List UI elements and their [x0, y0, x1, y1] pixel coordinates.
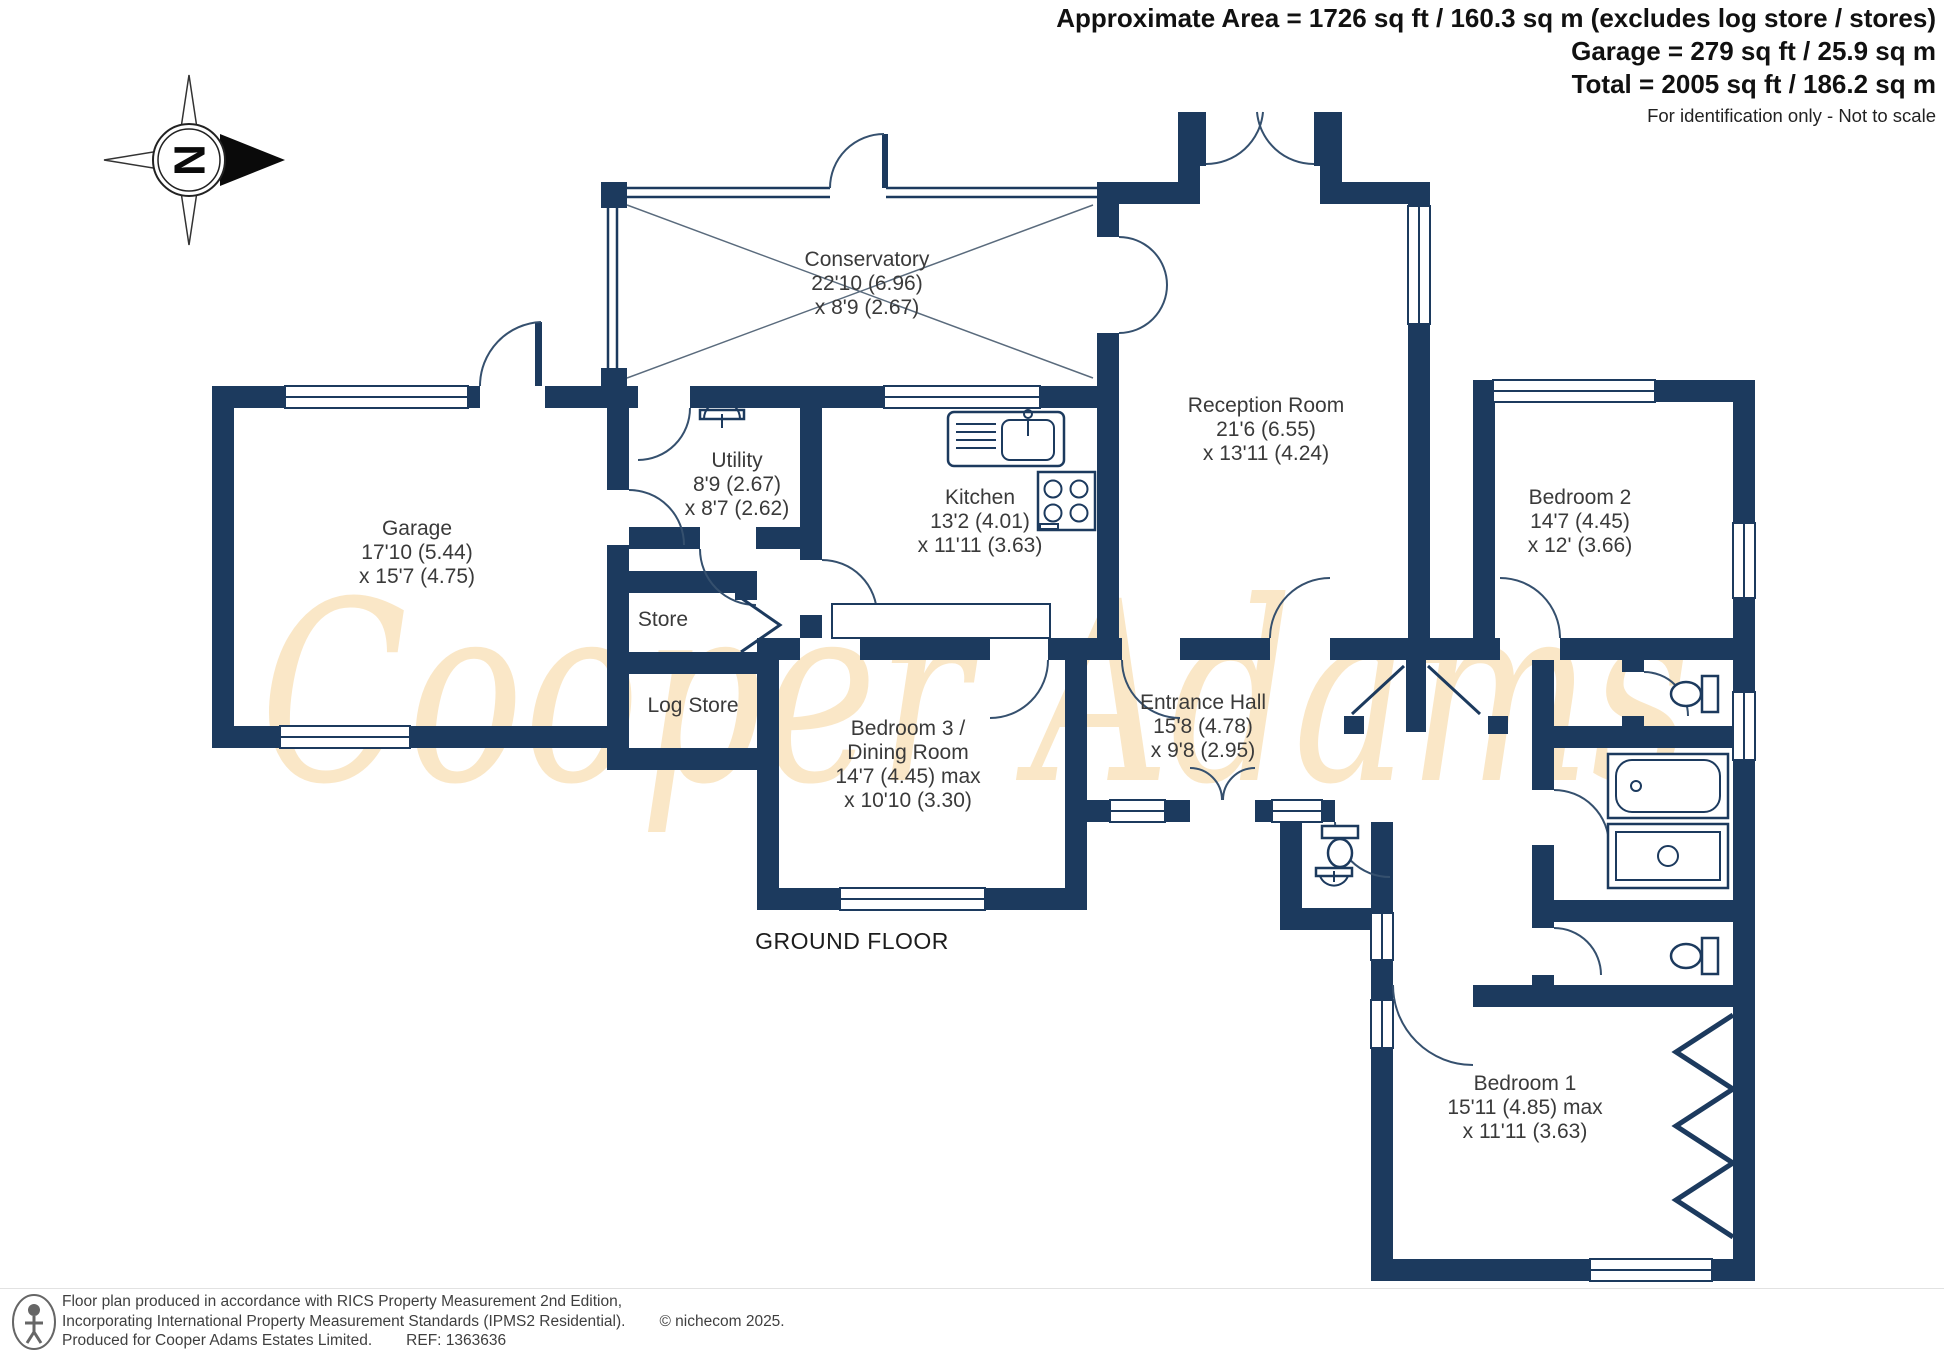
wc-toilet-icon [1669, 674, 1720, 714]
room-name: Bedroom 1 [1473, 1072, 1577, 1095]
room-label-store: Store [503, 608, 823, 632]
room-label-bedroom2: Bedroom 2 14'7 (4.45) x 12' (3.66) [1420, 486, 1740, 558]
utility-sink-icon [698, 400, 746, 428]
room-label-garage: Garage 17'10 (5.44) x 15'7 (4.75) [257, 517, 577, 589]
room-dim: x 8'9 (2.67) [814, 296, 920, 319]
room-dim: x 9'8 (2.95) [1150, 739, 1256, 762]
room-dim: x 13'11 (4.24) [1202, 442, 1330, 465]
room-name: Kitchen [944, 486, 1016, 509]
room-dim: x 11'11 (3.63) [1462, 1120, 1588, 1143]
shower-icon [1606, 822, 1730, 890]
footer-copyright: © nichecom 2025. [659, 1312, 785, 1330]
footer-credits: Floor plan produced in accordance with R… [62, 1292, 785, 1351]
hob-icon [1036, 470, 1097, 532]
watermark: Cooper Adams [260, 548, 1690, 839]
room-dim: 14'7 (4.45) [1530, 510, 1630, 533]
room-dim: x 15'7 (4.75) [358, 565, 476, 588]
room-name: Conservatory [804, 248, 930, 271]
room-name: Dining Room [847, 741, 969, 764]
windows [279, 205, 1756, 1282]
conservatory-structure [601, 134, 1097, 394]
room-name: Garage [381, 517, 453, 540]
room-dim: 21'6 (6.55) [1216, 418, 1316, 441]
room-dim: 13'2 (4.01) [930, 510, 1030, 533]
room-dim: 15'8 (4.78) [1153, 715, 1253, 738]
room-label-entrance-hall: Entrance Hall 15'8 (4.78) x 9'8 (2.95) [1043, 691, 1363, 763]
footer-line1: Floor plan produced in accordance with R… [62, 1293, 623, 1310]
area-summary: Approximate Area = 1726 sq ft / 160.3 sq… [1056, 2, 1936, 127]
room-label-log-store: Log Store [533, 694, 853, 718]
room-name: Bedroom 2 [1528, 486, 1632, 509]
kitchen-sink-icon [946, 409, 1066, 468]
compass-north-letter: N [165, 144, 214, 176]
room-name: Bedroom 3 / [850, 717, 966, 740]
kitchen-counter [831, 603, 1051, 639]
room-dim: 15'11 (4.85) max [1447, 1096, 1603, 1119]
footer-line3: Produced for Cooper Adams Estates Limite… [62, 1332, 373, 1349]
room-name: Reception Room [1187, 394, 1345, 417]
garage-area-text: Garage = 279 sq ft / 25.9 sq m [1571, 36, 1936, 66]
floor-title: GROUND FLOOR [755, 928, 949, 954]
room-label-bedroom1: Bedroom 1 15'11 (4.85) max x 11'11 (3.63… [1365, 1072, 1685, 1144]
ensuite-toilet-icon [1669, 936, 1720, 976]
room-label-conservatory: Conservatory 22'10 (6.96) x 8'9 (2.67) [707, 248, 1027, 320]
room-dim: x 12' (3.66) [1527, 534, 1633, 557]
wardrobe-icon [1671, 1012, 1738, 1240]
person-icon [12, 1294, 56, 1350]
room-dim: 17'10 (5.44) [361, 541, 473, 564]
room-label-utility: Utility 8'9 (2.67) x 8'7 (2.62) [577, 449, 897, 521]
room-label-bedroom3: Bedroom 3 / Dining Room 14'7 (4.45) max … [748, 717, 1068, 813]
footer-divider [0, 1288, 1944, 1289]
footer-ref: REF: 1363636 [406, 1332, 507, 1349]
total-area-text: Total = 2005 sq ft / 186.2 sq m [1571, 69, 1936, 99]
room-dim: x 8'7 (2.62) [684, 497, 790, 520]
approximate-area-text: Approximate Area = 1726 sq ft / 160.3 sq… [1056, 3, 1936, 33]
room-name: Utility [711, 449, 763, 472]
room-dim: x 10'10 (3.30) [844, 789, 972, 812]
room-name: Log Store [647, 694, 739, 717]
room-dim: 14'7 (4.45) max [835, 765, 981, 788]
cloakroom-toilet-icon [1320, 824, 1360, 869]
room-label-kitchen: Kitchen 13'2 (4.01) x 11'11 (3.63) [820, 486, 1140, 558]
room-dim: 8'9 (2.67) [692, 473, 782, 496]
room-dim: x 11'11 (3.63) [917, 534, 1043, 557]
compass-icon: N [103, 74, 285, 246]
room-dim: 22'10 (6.96) [811, 272, 923, 295]
identification-note: For identification only - Not to scale [1647, 105, 1936, 126]
room-name: Store [637, 608, 689, 631]
bath-icon [1606, 752, 1730, 820]
footer-line2: Incorporating International Property Mea… [62, 1312, 626, 1330]
room-name: Entrance Hall [1139, 691, 1267, 714]
room-label-reception: Reception Room 21'6 (6.55) x 13'11 (4.24… [1106, 394, 1426, 466]
cloakroom-basin-icon [1314, 866, 1354, 887]
